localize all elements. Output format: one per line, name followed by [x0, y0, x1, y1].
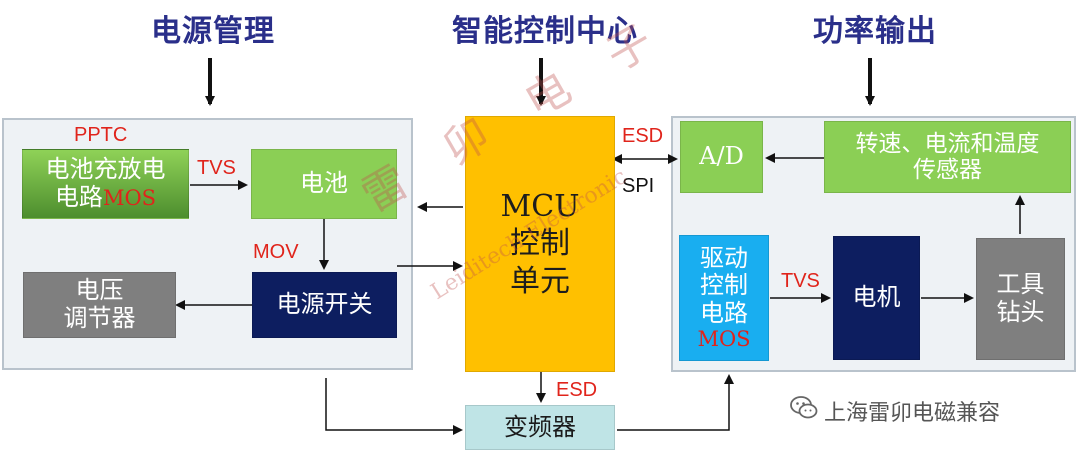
title-power-management: 电源管理: [151, 14, 275, 49]
sensor-box: 转速、电流和温度 传感器: [824, 121, 1071, 193]
voltage-reg-line2: 调节器: [63, 304, 136, 332]
wechat-account-name: 上海雷卯电磁兼容: [824, 401, 1001, 426]
mcu-line2: 控制: [510, 226, 570, 262]
drive-line1: 驱动: [700, 243, 748, 272]
title-power-output: 功率输出: [813, 14, 937, 49]
esd-label-top: ESD: [622, 125, 664, 147]
sensor-line2: 传感器: [913, 157, 982, 183]
esd-label-bottom: ESD: [556, 379, 598, 401]
mcu-line1: MCU: [500, 188, 580, 224]
charge-circuit-mos: MOS: [102, 186, 157, 210]
wechat-icon: [790, 395, 818, 421]
tvs-label-right: TVS: [781, 270, 820, 292]
mcu-line3: 单元: [510, 263, 570, 299]
tool-bit-box: 工具 钻头: [976, 238, 1065, 360]
voltage-regulator-box: 电压 调节器: [23, 272, 176, 338]
motor-box: 电机: [833, 236, 920, 360]
mcu-control-unit-box: MCU 控制 单元: [465, 116, 615, 372]
drive-mos: MOS: [697, 327, 751, 352]
spi-label: SPI: [622, 175, 655, 197]
drive-line2: 控制: [700, 271, 748, 300]
mov-label: MOV: [253, 241, 299, 263]
title-control-center: 智能控制中心: [452, 14, 638, 49]
charge-circuit-line2-wrap: 电路MOS: [54, 183, 157, 212]
drive-control-circuit-box: 驱动 控制 电路 MOS: [679, 235, 769, 361]
drive-line3: 电路: [700, 298, 748, 327]
charge-circuit-line1: 电池充放电: [45, 155, 166, 184]
inverter-box: 变频器: [465, 405, 615, 450]
tvs-label-left: TVS: [197, 157, 236, 179]
voltage-reg-line1: 电压: [75, 276, 124, 305]
battery-charge-circuit-box: 电池充放电 电路MOS: [22, 149, 189, 219]
battery-box: 电池: [251, 149, 397, 219]
sensor-line1: 转速、电流和温度: [855, 130, 1040, 157]
pptc-label: PPTC: [74, 124, 128, 146]
power-switch-box: 电源开关: [252, 272, 397, 338]
tool-line1: 工具: [996, 270, 1045, 299]
ad-converter-box: A/D: [680, 121, 763, 193]
tool-line2: 钻头: [996, 298, 1045, 326]
charge-circuit-line2: 电路: [54, 183, 103, 211]
